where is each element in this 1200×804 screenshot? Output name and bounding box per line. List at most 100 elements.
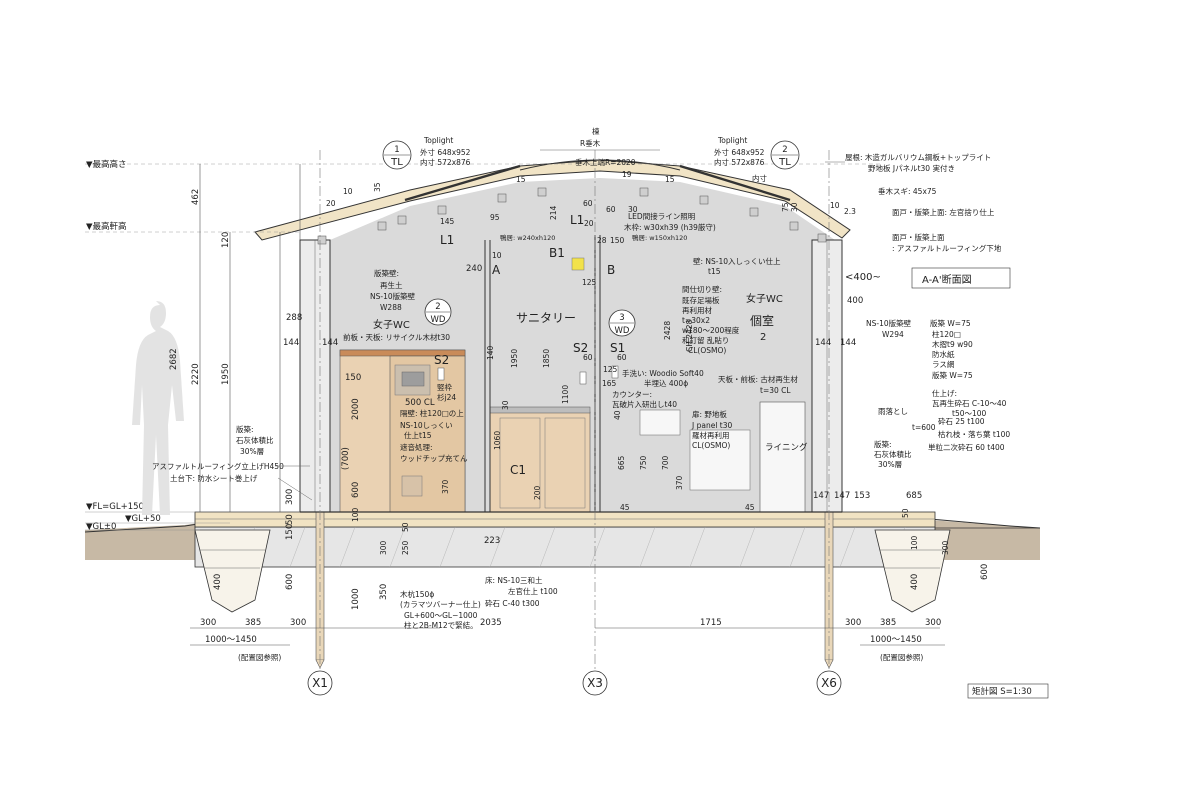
dim-165: 165 bbox=[602, 379, 617, 388]
tag-c1: C1 bbox=[510, 463, 526, 477]
dim-144a: 144 bbox=[283, 338, 299, 348]
level-max-height: ▼最高高さ bbox=[86, 159, 127, 170]
note-left-rammed-1: 版築: bbox=[236, 424, 254, 434]
note-right-fin-1: 仕上げ: bbox=[932, 388, 957, 398]
scale-label: 矩計図 S=1:30 bbox=[972, 686, 1032, 697]
room-womens-wc-left: 女子WC bbox=[373, 318, 410, 331]
notes-bottom: 木杭150ϕ (カラマツバーナー仕上) GL+600〜GL−1000 柱と2B-… bbox=[238, 575, 923, 662]
dimension-text-interior: 10 240 125 140 1950 1850 60 60 125 165 1… bbox=[351, 251, 755, 522]
dim-140: 140 bbox=[486, 345, 495, 360]
note-right-rw-5: ラス網 bbox=[932, 359, 955, 369]
dim-10b: 10 bbox=[492, 251, 502, 260]
dim-60c: 60 bbox=[583, 353, 593, 362]
dimension-text-top: 10 35 20 145 95 214 60 60 30 20 28 150 1… bbox=[326, 170, 856, 245]
toplight-right-code: TL bbox=[778, 157, 791, 168]
dim-370: 370 bbox=[441, 479, 450, 494]
note-left-wall-3: NS-10版築壁 bbox=[370, 291, 416, 301]
note-left-wall-1: 版築壁: bbox=[374, 268, 399, 278]
dim-30a: 30 bbox=[628, 205, 638, 214]
note-center-part-6: 和釘留 乱貼り bbox=[682, 335, 729, 345]
tag-a: A bbox=[492, 263, 501, 277]
note-right-range: <400~ bbox=[845, 272, 881, 283]
note-right-rw-2: 柱120□ bbox=[932, 329, 961, 339]
note-right-rammed-3: 30%層 bbox=[878, 460, 902, 469]
dim-700b: 700 bbox=[661, 455, 670, 470]
dim-144d: 144 bbox=[840, 338, 856, 348]
dim-20b: 20 bbox=[584, 219, 594, 228]
note-left-sound-1: 遮音処理: bbox=[400, 442, 433, 452]
dim-300f: 300 bbox=[925, 618, 941, 628]
dim-1950: 1950 bbox=[221, 363, 231, 385]
grid-x3: X3 bbox=[587, 676, 603, 690]
dim-400c: 400 bbox=[910, 574, 920, 590]
note-right-ns-wall-1: NS-10版築壁 bbox=[866, 318, 912, 328]
dim-100b: 100 bbox=[910, 535, 919, 550]
note-left-base-sheet: 土台下: 防水シート巻上げ bbox=[170, 473, 258, 483]
note-center-part-4: t=30x2 bbox=[682, 316, 710, 325]
dimension-lines-left: 462 120 2682 2220 1950 288 144 144 150 2… bbox=[169, 164, 361, 540]
note-right-sash-3: : アスファルトルーフィング下地 bbox=[892, 243, 1002, 253]
dim-250: 250 bbox=[401, 540, 410, 555]
building-section bbox=[254, 159, 851, 513]
dim-1060: 1060 bbox=[493, 431, 502, 450]
note-center-counter-2: 瓦破片入研出しt40 bbox=[612, 399, 677, 409]
note-right-g-2: 枯れ枝・落ち葉 t100 bbox=[938, 429, 1010, 439]
note-right-rw-6: 版築 W=75 bbox=[932, 370, 973, 380]
note-center-top-2: t=30 CL bbox=[760, 386, 791, 395]
note-right-fin-2: 瓦再生砕石 C-10〜40 bbox=[932, 398, 1007, 408]
room-private-2: 2 bbox=[760, 332, 766, 343]
room-lining: ライニング bbox=[765, 442, 808, 453]
dim-45a: 45 bbox=[620, 503, 630, 512]
toplight-left-outer: 外寸 648x952 bbox=[420, 147, 471, 157]
tag-l1-left: L1 bbox=[440, 233, 454, 247]
dim-300c: 300 bbox=[200, 618, 216, 628]
ground bbox=[84, 511, 1041, 613]
toplight-right-no: 2 bbox=[782, 145, 787, 155]
door-left-no: 2 bbox=[435, 302, 440, 312]
note-pile-2: (カラマツバーナー仕上) bbox=[400, 599, 481, 609]
dim-288: 288 bbox=[286, 313, 302, 323]
note-right-rw-1: 版築 W=75 bbox=[930, 318, 971, 328]
note-right-ns-wall-2: W294 bbox=[882, 330, 904, 339]
dim-100: 100 bbox=[351, 507, 360, 522]
dim-150b: 150 bbox=[285, 524, 295, 540]
dim-1850: 1850 bbox=[542, 349, 551, 368]
tag-s2-left: S2 bbox=[434, 353, 449, 367]
note-right-gutter-t: t=600 bbox=[912, 423, 936, 432]
dimension-text-bottom: 223 50 250 300 1000 350 400 600 300 385 … bbox=[190, 296, 990, 646]
dim-600: 600 bbox=[351, 482, 361, 498]
dim-19: 19 bbox=[622, 170, 632, 179]
dim-350: 350 bbox=[379, 584, 389, 600]
toplight-right-outer: 外寸 648x952 bbox=[714, 147, 765, 157]
note-left-asphalt-up: アスファルトルーフィング立上げH450 bbox=[152, 461, 284, 471]
dim-600b: 600 bbox=[285, 574, 295, 590]
dim-2682: 2682 bbox=[169, 348, 179, 370]
dim-75: 75 bbox=[781, 202, 790, 212]
dim-15a: 15 bbox=[516, 175, 526, 184]
dim-40: 40 bbox=[613, 410, 622, 420]
note-right-g-3: 単粒二次砕石 60 t400 bbox=[928, 442, 1005, 452]
dim-370b: 370 bbox=[675, 475, 684, 490]
toplight-left-no: 1 bbox=[394, 145, 399, 155]
note-right-rammed-2: 石灰体積比 bbox=[874, 449, 912, 459]
note-center-top-1: 天板・前板: 古材再生材 bbox=[718, 374, 798, 384]
dim-400: 400 bbox=[213, 574, 223, 590]
dim-214: 214 bbox=[549, 205, 558, 220]
notes-center: LED間接ライン照明 木枠: w30xh39 (h39厳守) 鴨居: w240x… bbox=[500, 211, 798, 450]
note-center-led: LED間接ライン照明 bbox=[628, 211, 695, 221]
ridge-labels: 棟 R垂木 垂木上端R=2020 内寸 bbox=[540, 126, 767, 183]
note-ref-left: (配置図参照) bbox=[238, 652, 281, 662]
dim-400b: 400 bbox=[847, 296, 863, 306]
note-left-wall-4: W288 bbox=[380, 303, 402, 312]
equipment-tags: L1 L1 B1 S2 S2 S1 C1 A B bbox=[434, 213, 625, 477]
note-left-rammed-2: 石灰体積比 bbox=[236, 435, 274, 445]
dim-147b: 147 bbox=[834, 491, 850, 501]
dim-1000-1450b: 1000〜1450 bbox=[870, 635, 922, 645]
note-center-part-3: 再利用材 bbox=[682, 305, 712, 315]
note-right-g-1: 砕石 25 t100 bbox=[938, 416, 985, 426]
room-sanitary: サニタリー bbox=[516, 311, 576, 325]
dim-223: 223 bbox=[484, 536, 500, 546]
dim-120: 120 bbox=[221, 232, 231, 248]
note-left-rammed-3: 30%層 bbox=[240, 447, 264, 456]
